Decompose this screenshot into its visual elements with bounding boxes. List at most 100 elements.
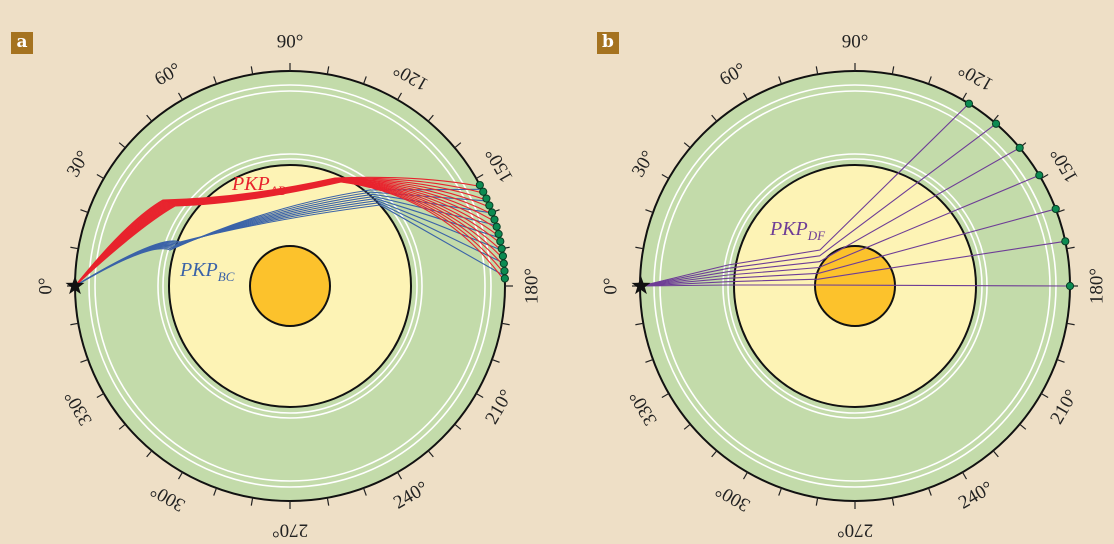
angle-label: 0° <box>600 277 621 294</box>
tick-mark <box>362 487 367 496</box>
tick-mark <box>396 471 403 480</box>
layer-boundary <box>88 84 492 488</box>
tick-mark <box>454 142 462 149</box>
tick-mark <box>491 358 500 363</box>
tick-mark <box>683 423 691 430</box>
ray-pkp-df <box>640 147 1020 287</box>
tick-mark <box>177 92 184 101</box>
angle-label: 90° <box>842 31 869 52</box>
tick-mark <box>742 471 749 480</box>
angle-label: 270° <box>272 520 308 541</box>
tick-mark <box>1066 246 1075 250</box>
ray-pkp-bc <box>74 204 503 287</box>
tick-mark <box>1066 322 1075 326</box>
tick-mark <box>661 173 670 180</box>
angle-label: 330° <box>625 387 661 429</box>
angle-label: 210° <box>1046 386 1082 428</box>
ray-pkp-df <box>640 240 1066 287</box>
tick-mark <box>427 114 434 122</box>
tick-mark <box>250 66 254 75</box>
station-dot-icon <box>490 215 499 224</box>
tick-mark <box>927 487 932 496</box>
station-dot-icon <box>482 194 491 203</box>
tick-mark <box>778 76 783 85</box>
angle-label: 0° <box>35 277 56 294</box>
tick-mark <box>742 92 749 101</box>
tick-mark <box>661 392 670 399</box>
angle-label: 90° <box>277 31 304 52</box>
tick-mark <box>501 322 510 326</box>
panel-b-label: b <box>597 32 619 54</box>
tick-mark <box>250 497 254 506</box>
station-dot-icon <box>1061 237 1070 246</box>
tick-mark <box>778 487 783 496</box>
tick-mark <box>454 423 462 430</box>
station-dot-icon <box>500 274 509 283</box>
tick-mark <box>213 76 218 85</box>
pkp-ab-label: PKPAB <box>231 173 286 198</box>
angle-label: 180° <box>1086 268 1107 304</box>
ray-pkp-df <box>640 103 970 287</box>
station-dot-icon <box>492 222 501 231</box>
tick-mark <box>683 142 691 149</box>
panel-a-label: a <box>11 32 33 54</box>
station-dot-icon <box>487 208 497 217</box>
station-dot-icon <box>479 187 488 196</box>
tick-mark <box>645 358 654 363</box>
station-dot-icon <box>1035 171 1044 180</box>
tick-mark <box>645 209 654 214</box>
angle-label: 180° <box>521 268 542 304</box>
tick-mark <box>1040 392 1049 399</box>
station-dot-icon <box>475 180 484 190</box>
tick-mark <box>1019 423 1027 430</box>
tick-mark <box>711 450 718 458</box>
tick-mark <box>96 173 105 180</box>
station-dot-icon <box>991 119 1001 128</box>
tick-mark <box>70 322 79 326</box>
tick-mark <box>1056 358 1065 363</box>
tick-mark <box>475 392 484 399</box>
ray-pkp-df <box>640 174 1040 287</box>
angle-label: 240° <box>955 477 997 513</box>
tick-mark <box>362 76 367 85</box>
angle-label: 30° <box>628 147 659 181</box>
tick-mark <box>427 450 434 458</box>
tick-mark <box>711 114 718 122</box>
angle-label: 60° <box>716 59 750 90</box>
inner-core <box>814 245 896 327</box>
star-icon <box>631 276 651 295</box>
tick-mark <box>815 497 819 506</box>
ray-pkp-ab <box>74 181 504 287</box>
tick-mark <box>213 487 218 496</box>
station-dot-icon <box>1051 204 1060 214</box>
tick-mark <box>146 114 153 122</box>
tick-mark <box>70 246 79 250</box>
tick-mark <box>177 471 184 480</box>
tick-mark <box>635 246 644 250</box>
tick-mark <box>961 471 968 480</box>
angle-label: 300° <box>712 479 754 515</box>
station-dot-icon <box>1015 143 1024 152</box>
tick-mark <box>927 76 932 85</box>
tick-mark <box>992 450 999 458</box>
pkp-bc-label: PKPBC <box>179 259 235 284</box>
tick-mark <box>326 497 330 506</box>
tick-mark <box>96 392 105 399</box>
layer-boundary <box>162 158 418 414</box>
tick-mark <box>815 66 819 75</box>
tick-mark <box>118 423 126 430</box>
tick-mark <box>80 209 89 214</box>
tick-mark <box>635 322 644 326</box>
tick-mark <box>146 450 153 458</box>
tick-mark <box>891 66 895 75</box>
layer-boundary <box>94 90 486 482</box>
tick-mark <box>891 497 895 506</box>
ray-pkp-df <box>640 123 997 287</box>
inner-core <box>249 245 331 327</box>
ray-pkp-df <box>640 284 1071 287</box>
angle-label: 150° <box>1046 144 1082 186</box>
tick-mark <box>118 142 126 149</box>
